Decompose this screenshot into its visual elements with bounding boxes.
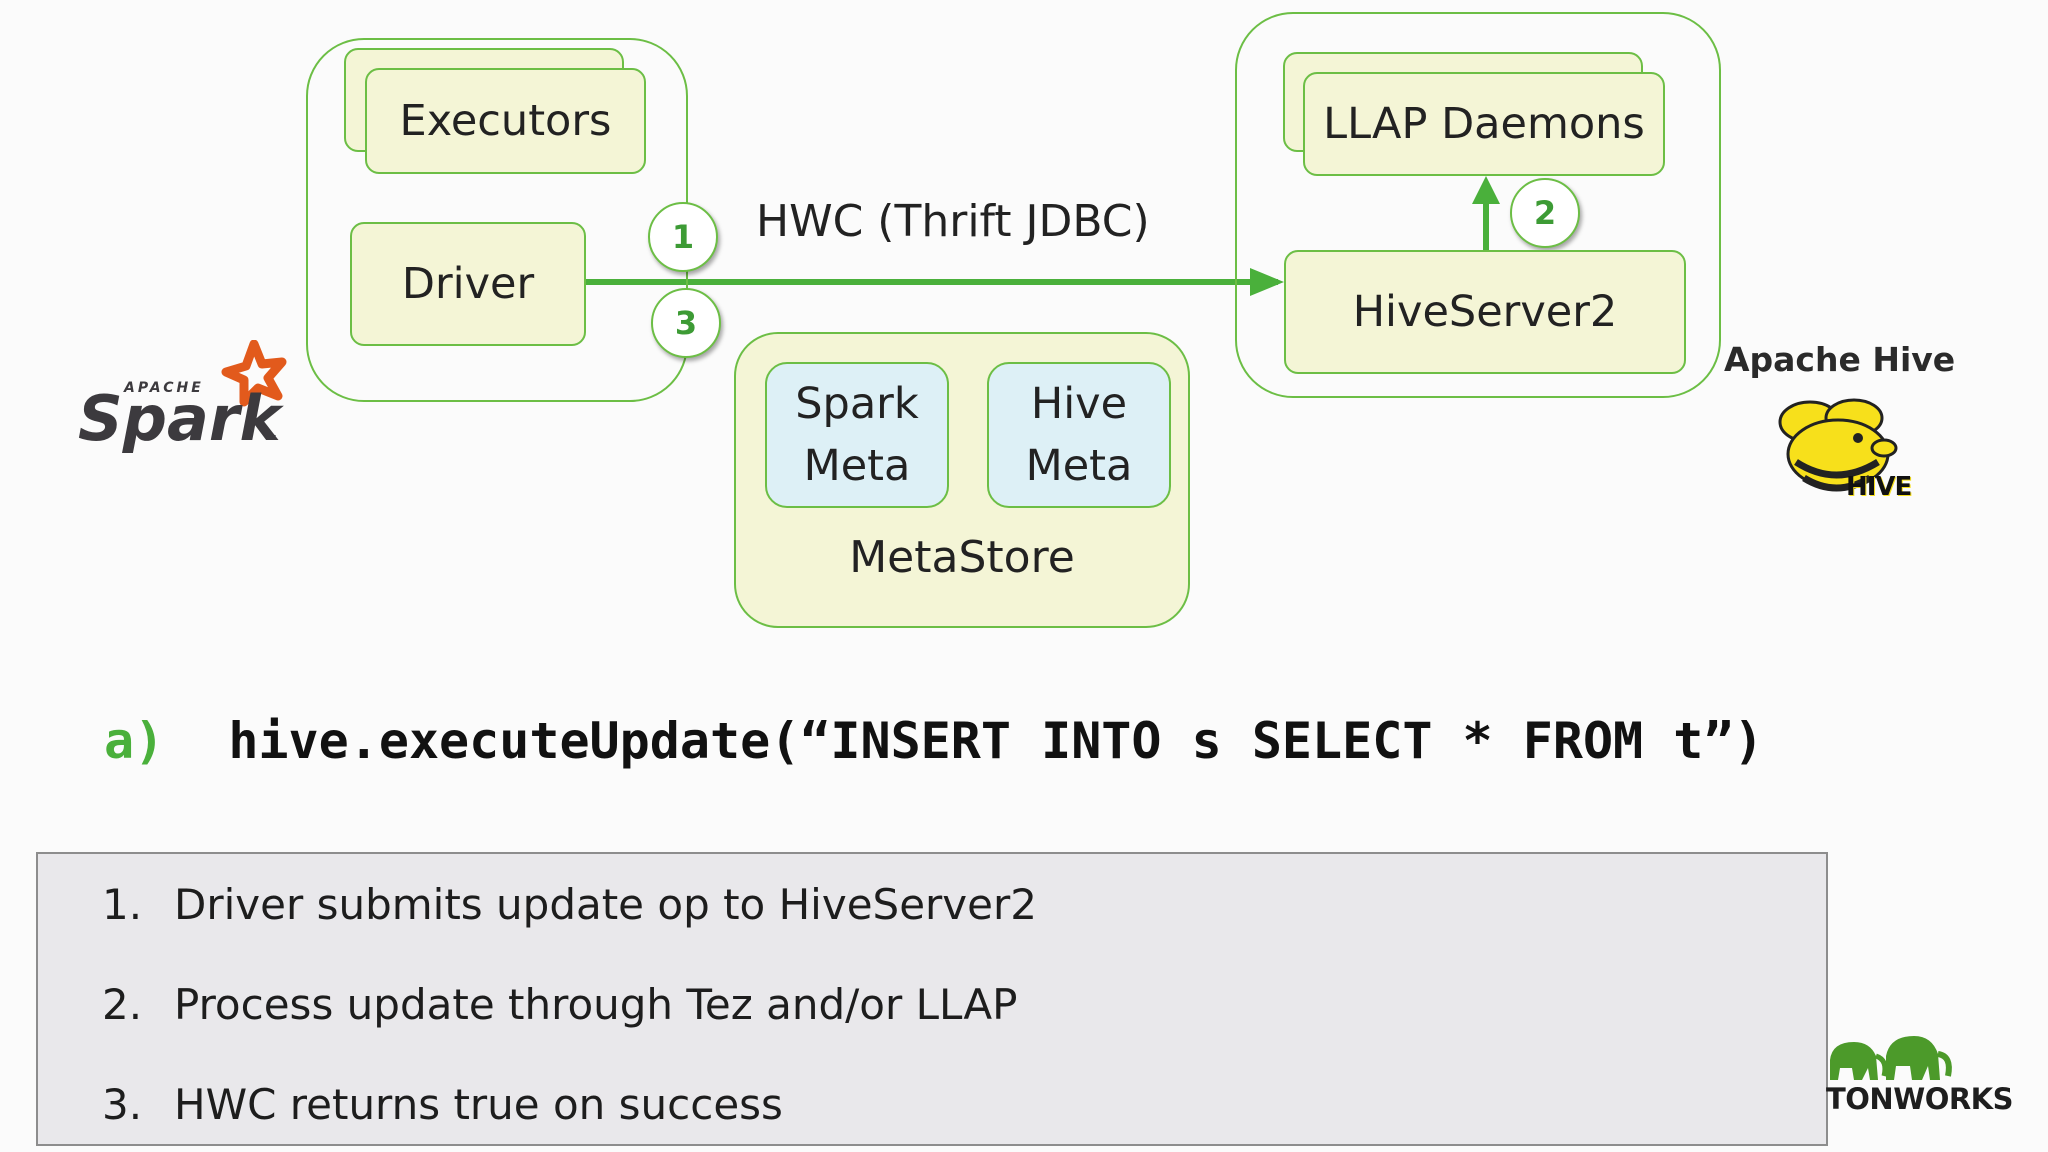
hive-cluster-container	[1235, 12, 1721, 398]
executors-label: Executors	[399, 96, 612, 146]
spark-wordmark: Spark	[78, 382, 281, 455]
spark-logo: APACHE Spark TM	[76, 339, 296, 460]
hortonworks-logo: TONWORKS	[1826, 1026, 2014, 1116]
elephants-icon	[1830, 1036, 1952, 1080]
llap-daemons-label: LLAP Daemons	[1323, 99, 1645, 149]
hiveserver2-label: HiveServer2	[1352, 287, 1618, 337]
spark-meta-box: Spark Meta	[765, 362, 949, 508]
code-statement: hive.executeUpdate(“INSERT INTO s SELECT…	[228, 712, 1764, 770]
driver-box: Driver	[350, 222, 586, 346]
metastore-label: MetaStore	[849, 532, 1075, 583]
executors-box: Executors	[365, 68, 646, 174]
steps-list-item-3: 3.HWC returns true on success	[102, 1080, 783, 1129]
hive-logo: HIVE	[1766, 392, 1926, 508]
driver-label: Driver	[401, 259, 535, 309]
steps-list-item-1: 1.Driver submits update op to HiveServer…	[102, 880, 1037, 929]
hive-logo-text: HIVE	[1846, 472, 1912, 502]
spark-tm-text: TM	[266, 434, 277, 442]
step-3-badge: 3	[651, 288, 721, 358]
step-1-badge: 1	[648, 202, 718, 272]
apache-hive-title: Apache Hive	[1724, 340, 1956, 379]
hortonworks-wordmark: TONWORKS	[1826, 1082, 2014, 1116]
hive-meta-box: Hive Meta	[987, 362, 1171, 508]
hwc-arrowhead	[1250, 268, 1284, 296]
step-2-badge: 2	[1510, 178, 1580, 248]
code-statement-line: a) hive.executeUpdate(“INSERT INTO s SEL…	[104, 712, 1764, 770]
hiveserver2-box: HiveServer2	[1284, 250, 1686, 374]
code-prefix: a)	[104, 712, 165, 770]
llap-arrowhead	[1472, 176, 1500, 204]
steps-panel: 1.Driver submits update op to HiveServer…	[36, 852, 1828, 1146]
spark-star-icon	[221, 339, 287, 407]
hive-bee-icon	[1778, 398, 1898, 492]
hwc-connection-label: HWC (Thrift JDBC)	[756, 196, 1150, 247]
steps-list-item-2: 2.Process update through Tez and/or LLAP	[102, 980, 1018, 1029]
spark-apache-text: APACHE	[124, 380, 204, 396]
llap-daemons-box: LLAP Daemons	[1303, 72, 1665, 176]
